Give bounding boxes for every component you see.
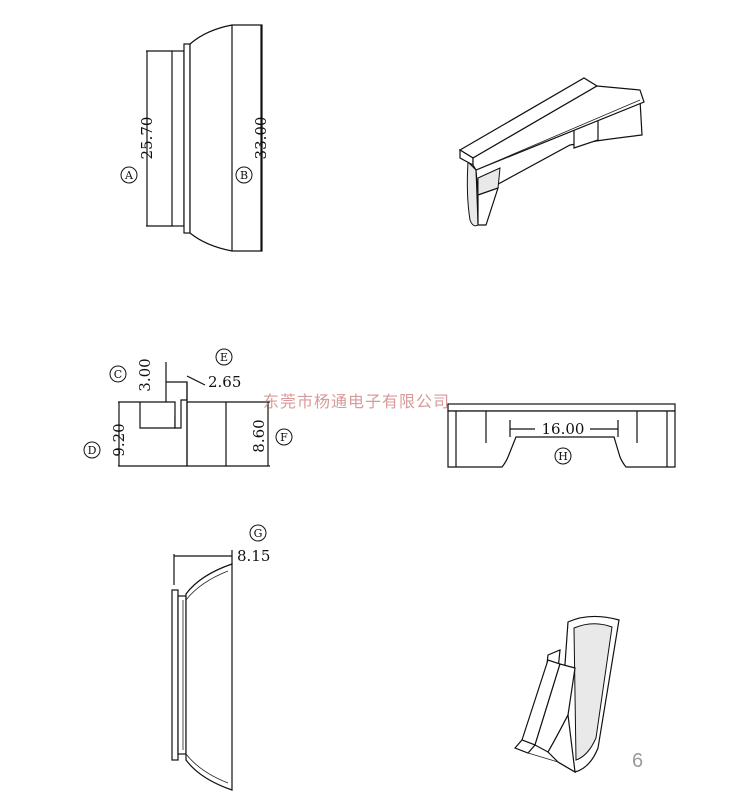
dim-c-value: 3.00 bbox=[136, 358, 154, 391]
callout-f-label: F bbox=[280, 431, 288, 444]
callout-c-label: C bbox=[114, 368, 122, 381]
callout-c: C bbox=[109, 365, 127, 383]
callout-b-label: B bbox=[240, 169, 248, 182]
view-front: 16.00 H bbox=[447, 403, 676, 468]
callout-h-label: H bbox=[558, 450, 568, 463]
view-isometric-top bbox=[458, 77, 645, 227]
callout-e: E bbox=[215, 348, 233, 366]
company-watermark: 东莞市杨通电子有限公司 bbox=[263, 392, 450, 411]
callout-g: G bbox=[249, 524, 267, 542]
view-end: 3.00 9.20 2.65 8.60 C D E F bbox=[83, 348, 293, 467]
view-side-profile: 25.70 33.00 A B bbox=[120, 24, 270, 252]
dim-b-value: 33.00 bbox=[252, 117, 270, 160]
view-isometric-bottom bbox=[513, 615, 620, 774]
dim-a-value: 25.70 bbox=[138, 117, 156, 160]
dim-h-value: 16.00 bbox=[542, 420, 585, 438]
dim-f-value: 8.60 bbox=[250, 419, 268, 452]
page-number: 6 bbox=[632, 750, 643, 772]
callout-h: H bbox=[554, 447, 572, 465]
callout-g-label: G bbox=[254, 527, 263, 540]
view-side-bottom: 8.15 G bbox=[171, 524, 270, 791]
dim-g-value: 8.15 bbox=[237, 547, 270, 565]
callout-e-label: E bbox=[220, 351, 228, 364]
dim-e-value: 2.65 bbox=[208, 373, 241, 391]
callout-b: B bbox=[235, 166, 253, 184]
callout-a: A bbox=[120, 166, 138, 184]
callout-a-label: A bbox=[124, 169, 134, 182]
dim-d-value: 9.20 bbox=[110, 423, 128, 456]
callout-f: F bbox=[275, 428, 293, 446]
callout-d-label: D bbox=[88, 444, 97, 457]
callout-d: D bbox=[83, 441, 101, 459]
